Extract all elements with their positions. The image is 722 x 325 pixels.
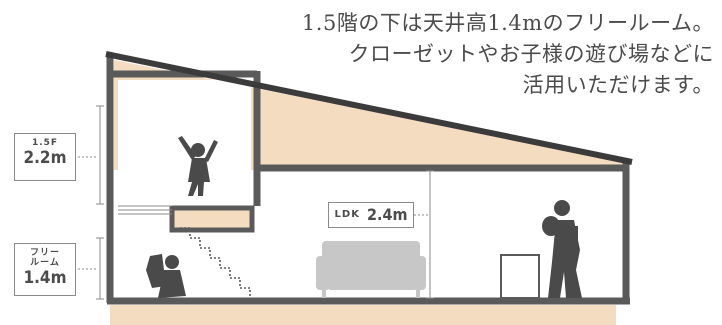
free-room-text-2: ルーム [30,258,60,268]
caption-line-1: 1.5階の下は天井高1.4mのフリールーム。 [301,11,714,35]
free-room-text-1: フリー [29,248,60,258]
free-room-height-value: 1.4m [23,268,67,288]
caption: 1.5階の下は天井高1.4mのフリールーム。 クローゼットやお子様の遊び場などに… [294,8,714,101]
ldk-height-value: 2.4m [366,205,408,224]
caption-line-3: 活用いただけます。 [522,73,714,97]
child-crouching-silhouette [146,254,186,298]
free-room-height-label: フリー ルーム 1.4m [14,243,76,296]
child-jumping-silhouette [178,136,218,196]
loft-height-label: 1.5F 2.2m [14,133,76,181]
caption-line-2: クローゼットやお子様の遊び場などに [348,42,714,66]
dimension-free-room [78,237,104,300]
ground-strip [110,305,616,325]
dimension-ldk [414,170,434,299]
sofa [316,241,426,298]
roof-line [105,51,633,165]
loft-floor-text: 1.5F [31,138,59,148]
stairs [180,227,251,298]
loft-railing [118,205,172,215]
loft-height-value: 2.2m [23,148,67,168]
storage-box [500,254,540,299]
ldk-height-label: LDK 2.4m [328,202,414,228]
free-room [118,236,258,299]
loft-floor-slab [169,205,255,233]
dimension-loft [78,105,104,205]
adult-silhouette [542,200,582,298]
ldk-room-text: LDK [334,209,360,220]
